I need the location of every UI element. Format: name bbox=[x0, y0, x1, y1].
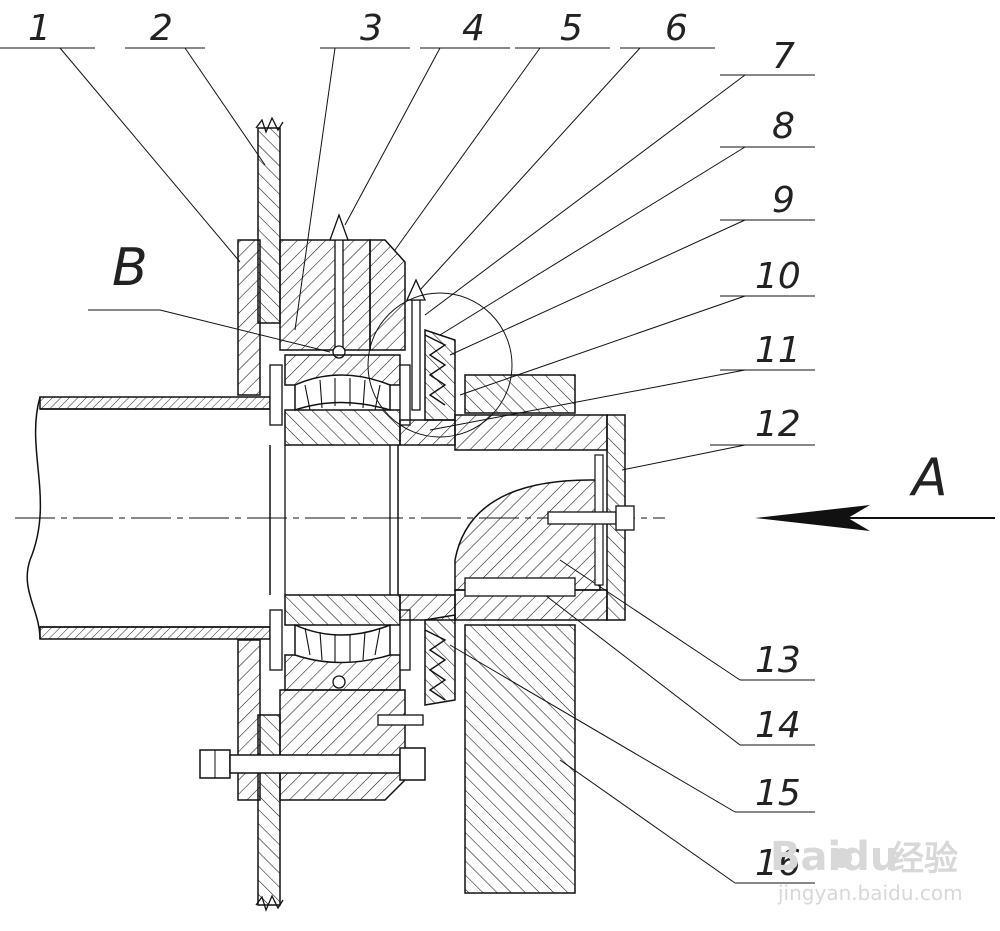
part-label-10: 10 bbox=[755, 256, 801, 297]
part-label-6: 6 bbox=[665, 8, 688, 49]
view-label-b: B bbox=[112, 238, 148, 298]
part-label-8: 8 bbox=[772, 106, 795, 147]
inner-bore bbox=[269, 445, 399, 595]
grease-nipple-seal bbox=[405, 278, 427, 411]
watermark-brand: Baidu bbox=[770, 834, 898, 880]
housing-flange-upper bbox=[237, 239, 406, 396]
part-label-9: 9 bbox=[772, 180, 795, 221]
part-label-14: 14 bbox=[755, 705, 801, 746]
view-arrow-a bbox=[755, 505, 995, 531]
part-label-5: 5 bbox=[560, 8, 583, 49]
detail-circle-b bbox=[367, 292, 513, 438]
flange-bolt bbox=[199, 747, 426, 781]
part-labels: 1 2 3 4 5 6 7 8 9 10 11 12 13 14 15 16 B… bbox=[28, 8, 948, 884]
part-label-7: 7 bbox=[772, 36, 795, 77]
paw-logo-icon bbox=[832, 848, 852, 868]
part-label-2: 2 bbox=[150, 8, 173, 49]
roller-wheel-lower bbox=[464, 624, 576, 894]
end-cover-bolt bbox=[547, 505, 635, 531]
part-label-12: 12 bbox=[755, 404, 801, 445]
watermark-url: jingyan.baidu.com bbox=[777, 881, 963, 905]
view-label-a: A bbox=[909, 448, 948, 508]
shaft-tube bbox=[26, 396, 271, 640]
spherical-roller-bearing-upper bbox=[269, 354, 411, 446]
roller-wheel-upper bbox=[464, 374, 576, 414]
labyrinth-seal-lower bbox=[377, 594, 456, 726]
part-label-4: 4 bbox=[462, 8, 485, 49]
part-label-13: 13 bbox=[755, 640, 801, 681]
part-label-11: 11 bbox=[755, 330, 801, 371]
part-label-15: 15 bbox=[755, 773, 801, 814]
labyrinth-seal-upper bbox=[399, 328, 456, 446]
baidu-watermark: Baidu 经验 jingyan.baidu.com bbox=[770, 834, 963, 905]
watermark-product: 经验 bbox=[890, 839, 958, 879]
part-label-1: 1 bbox=[28, 8, 51, 49]
part-label-16: 16 bbox=[755, 843, 801, 884]
stub-shaft-hub bbox=[454, 414, 608, 621]
spherical-roller-bearing-lower bbox=[269, 594, 411, 691]
part-label-3: 3 bbox=[360, 8, 383, 49]
